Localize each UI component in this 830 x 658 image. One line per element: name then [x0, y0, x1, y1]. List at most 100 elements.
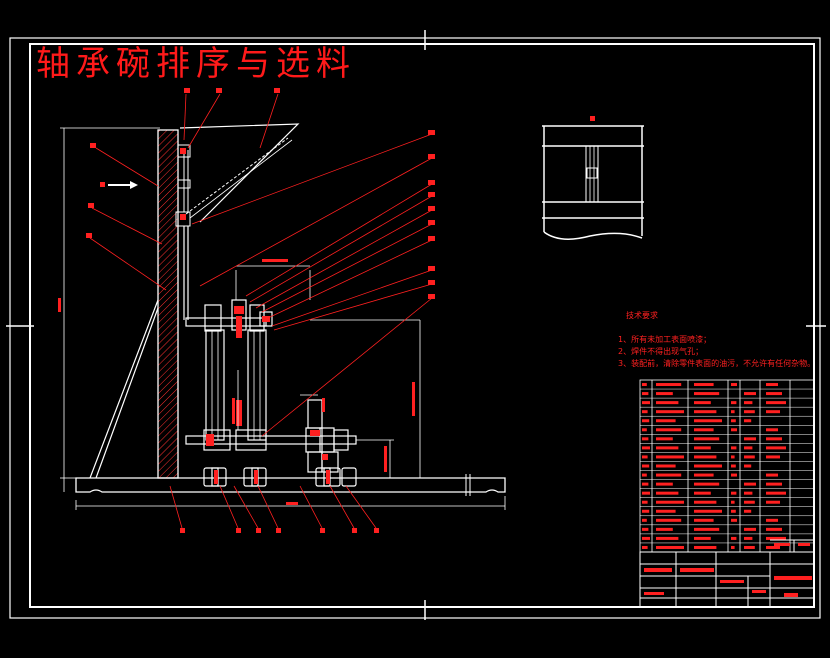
base-plate	[75, 474, 506, 496]
parts-list-entry	[642, 428, 647, 432]
parts-list-entry	[656, 455, 684, 459]
parts-list-entry	[694, 428, 714, 432]
parts-list-entry	[656, 527, 673, 531]
parts-list-entry	[642, 491, 650, 495]
title-block-entries	[644, 543, 812, 597]
parts-list-entry	[656, 446, 679, 450]
parts-list-entry	[694, 500, 717, 504]
parts-list-entry	[642, 518, 647, 522]
parts-list-entry	[656, 392, 673, 396]
parts-list-entry	[731, 383, 737, 387]
parts-list-entry	[642, 482, 649, 486]
parts-list-entry	[694, 392, 720, 396]
parts-list-entry	[744, 410, 755, 414]
parts-list-rows	[640, 388, 814, 544]
parts-list-entry	[731, 401, 737, 405]
parts-list-entry	[642, 437, 649, 441]
parts-list-entry	[731, 473, 737, 477]
parts-list-entry	[656, 437, 673, 441]
parts-list-entry	[744, 401, 753, 405]
parts-list-entry	[656, 545, 684, 549]
parts-list-entry	[642, 473, 647, 477]
parts-list-entry	[731, 455, 735, 459]
parts-list-entry	[642, 383, 647, 387]
parts-list-entry	[766, 482, 782, 486]
parts-list-entry	[766, 473, 778, 477]
parts-list-entry	[731, 536, 737, 540]
parts-list-entries	[642, 383, 786, 549]
tech-requirements-heading: 技术要求	[626, 311, 658, 320]
parts-list-entry	[766, 401, 786, 405]
parts-list-entry	[731, 518, 737, 522]
drawing-title: 轴承碗排序与选料	[36, 44, 356, 84]
hopper	[179, 123, 300, 223]
parts-list-entry	[642, 392, 649, 396]
parts-list-entry	[656, 464, 676, 468]
brace	[89, 299, 159, 479]
parts-list-entry	[694, 545, 717, 549]
parts-list-entry	[656, 410, 684, 414]
parts-list-entry	[731, 419, 736, 423]
parts-list-entry	[744, 419, 752, 423]
parts-list-entry	[656, 473, 682, 477]
parts-list-entry	[642, 419, 650, 423]
view-arrow	[108, 181, 138, 189]
parts-list-entry	[656, 518, 682, 522]
parts-list-entry	[766, 383, 778, 387]
balloon-markers	[86, 88, 595, 533]
parts-list-entry	[694, 401, 711, 405]
parts-list-entry	[744, 536, 753, 540]
main-column	[157, 129, 179, 479]
parts-list-entry	[766, 500, 780, 504]
hatched-details	[180, 148, 330, 484]
leader-lines	[89, 93, 433, 529]
tech-requirement-3: 3、装配前，清除零件表面的油污，不允许有任何杂物。	[618, 359, 816, 368]
dimension-values	[58, 259, 415, 505]
parts-list-entry	[766, 446, 786, 450]
parts-list-entry	[731, 428, 737, 432]
parts-list-entry	[656, 500, 684, 504]
parts-list-entry	[744, 545, 755, 549]
parts-list-entry	[656, 509, 676, 513]
parts-list-entry	[694, 437, 720, 441]
upper-mechanism	[185, 299, 273, 332]
parts-list-entry	[744, 455, 755, 459]
parts-list-entry	[642, 536, 650, 540]
parts-list-entry	[744, 509, 752, 513]
parts-list-entry	[656, 401, 679, 405]
parts-list-entry	[731, 491, 737, 495]
support-posts	[205, 329, 267, 441]
parts-list-entry	[766, 518, 778, 522]
parts-list-entry	[642, 464, 650, 468]
parts-list-entry	[642, 545, 648, 549]
parts-list-entry	[766, 392, 782, 396]
parts-list-entry	[642, 455, 648, 459]
parts-list-entry	[694, 464, 722, 468]
title-block	[639, 539, 815, 608]
parts-list-entry	[731, 446, 737, 450]
parts-list-entry	[766, 437, 782, 441]
parts-list-entry	[744, 491, 753, 495]
parts-list-entry	[731, 509, 736, 513]
parts-list-entry	[694, 419, 722, 423]
parts-list-entry	[694, 473, 714, 477]
parts-list-entry	[656, 419, 676, 423]
parts-list-entry	[766, 527, 782, 531]
parts-list-entry	[744, 392, 756, 396]
parts-list-entry	[656, 383, 682, 387]
tech-requirement-1: 1、所有未加工表面喷漆；	[618, 335, 712, 344]
parts-list-entry	[642, 509, 650, 513]
parts-list-entry	[694, 536, 711, 540]
section-view	[542, 125, 644, 240]
parts-list-entry	[642, 410, 648, 414]
parts-list-entry	[642, 401, 650, 405]
parts-list-entry	[694, 446, 711, 450]
base-wheels	[203, 467, 357, 487]
parts-list-entry	[656, 536, 679, 540]
tech-requirement-2: 2、焊件不得出现气孔；	[618, 347, 704, 356]
parts-list-entry	[656, 482, 673, 486]
parts-list-entry	[694, 455, 717, 459]
parts-list-entry	[694, 482, 720, 486]
parts-list-entry	[744, 446, 753, 450]
